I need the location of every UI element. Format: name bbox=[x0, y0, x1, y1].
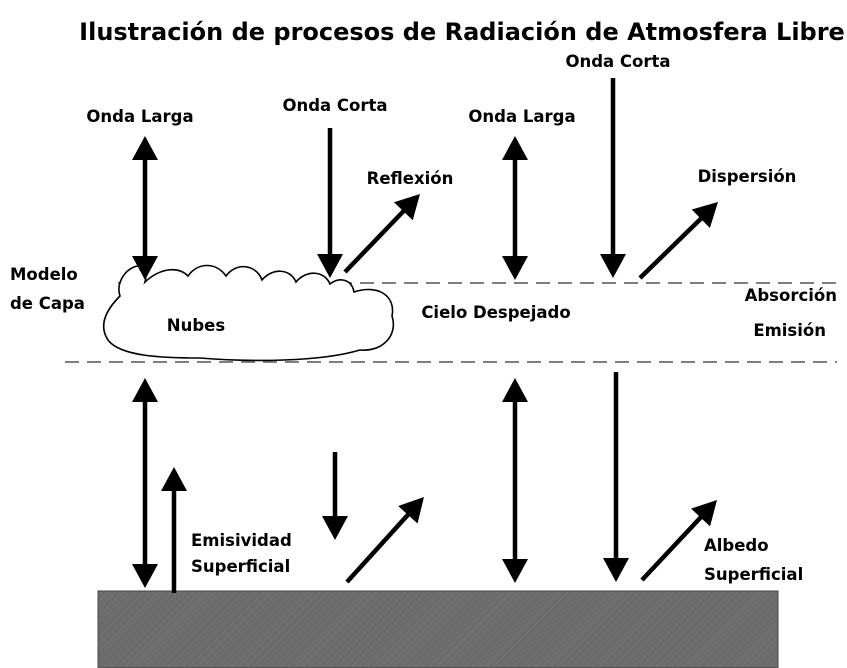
longwave-double-arrow-mid-lower bbox=[502, 378, 528, 583]
label-emisividad: Emisividad bbox=[191, 531, 292, 550]
shortwave-down-arrow-lower-mid bbox=[322, 452, 348, 540]
diagram-title: Ilustración de procesos de Radiación de … bbox=[79, 18, 845, 46]
label-absorcion: Absorción bbox=[745, 286, 837, 305]
cloud-shape bbox=[102, 264, 395, 362]
label-onda-corta-right: Onda Corta bbox=[565, 52, 670, 71]
label-onda-larga-left: Onda Larga bbox=[86, 107, 193, 126]
shortwave-down-arrow-lower-right bbox=[603, 372, 629, 582]
reflection-arrow bbox=[343, 194, 420, 274]
arrows-group bbox=[132, 78, 718, 593]
label-superficial-right: Superficial bbox=[704, 565, 803, 584]
longwave-double-arrow-left bbox=[132, 136, 158, 280]
label-onda-larga-mid: Onda Larga bbox=[468, 107, 575, 126]
longwave-double-arrow-mid bbox=[502, 136, 528, 280]
reflection-arrow-lower bbox=[345, 497, 424, 584]
label-reflexion: Reflexión bbox=[367, 169, 454, 188]
label-dispersion: Dispersión bbox=[698, 167, 797, 186]
scattering-arrow bbox=[638, 202, 718, 280]
longwave-double-arrow-left-lower bbox=[132, 378, 158, 588]
emissivity-up-arrow bbox=[161, 467, 187, 593]
ground-surface bbox=[97, 590, 779, 668]
label-modelo: Modelo bbox=[10, 265, 78, 284]
label-emision: Emisión bbox=[753, 321, 826, 340]
shortwave-down-arrow-right bbox=[600, 78, 626, 278]
label-superficial-left: Superficial bbox=[191, 557, 290, 576]
label-onda-corta-mid: Onda Corta bbox=[282, 96, 387, 115]
label-cielo-despejado: Cielo Despejado bbox=[421, 303, 570, 322]
label-nubes: Nubes bbox=[167, 316, 226, 335]
shortwave-down-arrow-mid bbox=[317, 128, 343, 278]
label-de-capa: de Capa bbox=[10, 294, 85, 313]
label-albedo: Albedo bbox=[704, 536, 769, 555]
albedo-arrow bbox=[640, 500, 717, 582]
